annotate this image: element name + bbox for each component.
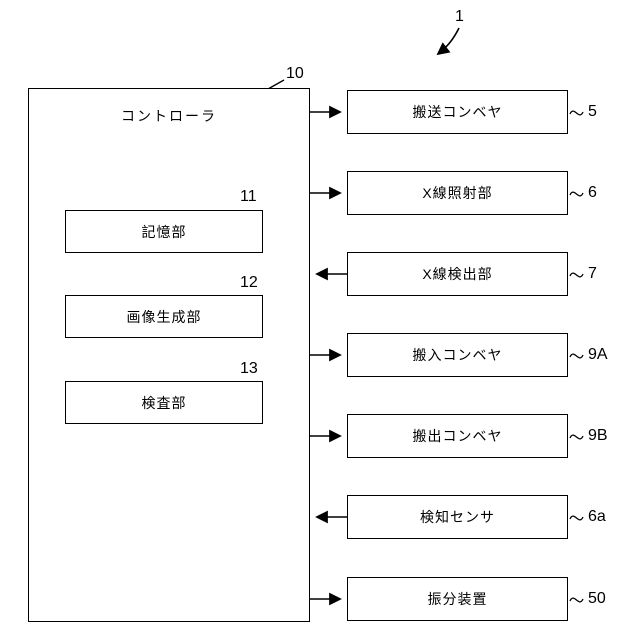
block-xray-irradiator-ref: 6: [588, 184, 597, 201]
leader-ref-6: [569, 191, 584, 197]
block-transport-conveyor-ref: 5: [588, 103, 597, 120]
block-storage: 記憶部: [65, 210, 263, 253]
block-detection-sensor-ref: 6a: [588, 508, 606, 525]
block-image-generator-label: 画像生成部: [126, 308, 202, 325]
block-detection-sensor-label: 検知センサ: [420, 509, 495, 525]
block-xray-detector: X線検出部: [347, 252, 568, 296]
figure-ref-label: 1: [455, 8, 464, 25]
leader-ref-6a: [569, 515, 584, 521]
block-detection-sensor: 検知センサ: [347, 495, 568, 539]
figure-ref-arrow: [436, 27, 460, 56]
leader-ref-9B: [569, 434, 584, 440]
block-storage-ref: 11: [240, 188, 257, 205]
block-image-generator-ref: 12: [240, 274, 258, 291]
block-sorting-device-label: 振分装置: [427, 591, 488, 607]
block-carry-in-conveyor: 搬入コンベヤ: [347, 333, 568, 377]
block-sorting-device: 振分装置: [347, 577, 568, 621]
block-inspection: 検査部: [65, 381, 263, 424]
block-xray-detector-label: X線検出部: [422, 266, 493, 282]
block-carry-out-conveyor: 搬出コンベヤ: [347, 414, 568, 458]
block-inspection-label: 検査部: [141, 394, 187, 411]
block-sorting-device-ref: 50: [588, 590, 606, 607]
block-storage-label: 記憶部: [141, 223, 187, 240]
leader-ref-50: [569, 597, 584, 603]
controller-box: コントローラ: [28, 88, 310, 622]
leader-ref-5: [569, 110, 584, 116]
block-carry-in-conveyor-label: 搬入コンベヤ: [412, 347, 503, 363]
block-carry-out-conveyor-ref: 9B: [588, 427, 608, 444]
block-transport-conveyor: 搬送コンベヤ: [347, 90, 568, 134]
block-xray-irradiator-label: X線照射部: [422, 185, 493, 201]
leader-ref-9A: [569, 353, 584, 359]
block-inspection-ref: 13: [240, 360, 258, 377]
controller-label: コントローラ: [121, 108, 217, 124]
controller-ref-label: 10: [286, 65, 304, 82]
block-xray-irradiator: X線照射部: [347, 171, 568, 215]
block-image-generator: 画像生成部: [65, 295, 263, 338]
leader-ref-7: [569, 272, 584, 278]
block-carry-in-conveyor-ref: 9A: [588, 346, 608, 363]
block-transport-conveyor-label: 搬送コンベヤ: [412, 104, 503, 120]
block-carry-out-conveyor-label: 搬出コンベヤ: [412, 428, 503, 444]
block-xray-detector-ref: 7: [588, 265, 597, 282]
